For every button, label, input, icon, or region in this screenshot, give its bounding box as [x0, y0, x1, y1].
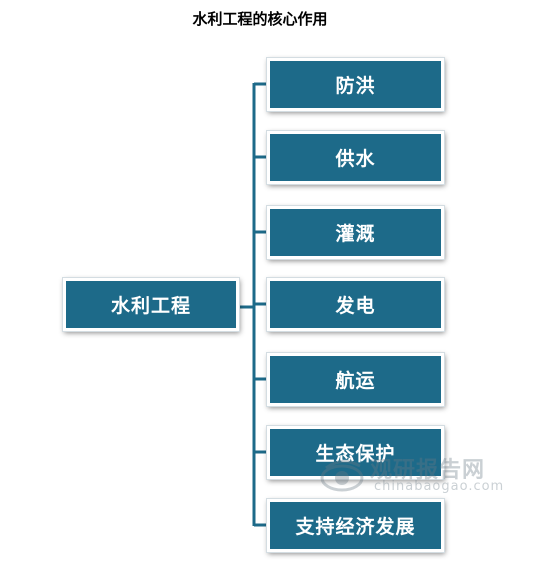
branch-node-label: 支持经济发展 [295, 516, 416, 538]
branch-node-economic-development: 支持经济发展 [267, 499, 444, 552]
branch-node-label: 发电 [335, 295, 376, 317]
root-node-label: 水利工程 [110, 295, 191, 317]
branch-node-flood-control: 防洪 [267, 58, 444, 111]
branch-node-label: 航运 [335, 370, 376, 392]
diagram-title: 水利工程的核心作用 [192, 10, 328, 28]
branch-node-label: 灌溉 [335, 223, 376, 245]
branch-node-power-generation: 发电 [267, 278, 444, 331]
branch-node-water-supply: 供水 [267, 131, 444, 184]
branch-node-irrigation: 灌溉 [267, 206, 444, 259]
watermark-logo-icon [320, 460, 364, 492]
branch-node-ecological-protection: 生态保护 [267, 426, 444, 479]
root-node: 水利工程 [63, 278, 239, 331]
branch-node-navigation: 航运 [267, 353, 444, 406]
branch-node-label: 生态保护 [315, 443, 396, 465]
watermark-text-en: chinabaogao.com [374, 479, 505, 494]
watermark-text-cn: 观研报告网 [370, 458, 486, 483]
watermark: 观研报告网 chinabaogao.com [320, 452, 510, 502]
branch-node-label: 防洪 [335, 75, 376, 97]
branch-node-label: 供水 [335, 148, 376, 170]
